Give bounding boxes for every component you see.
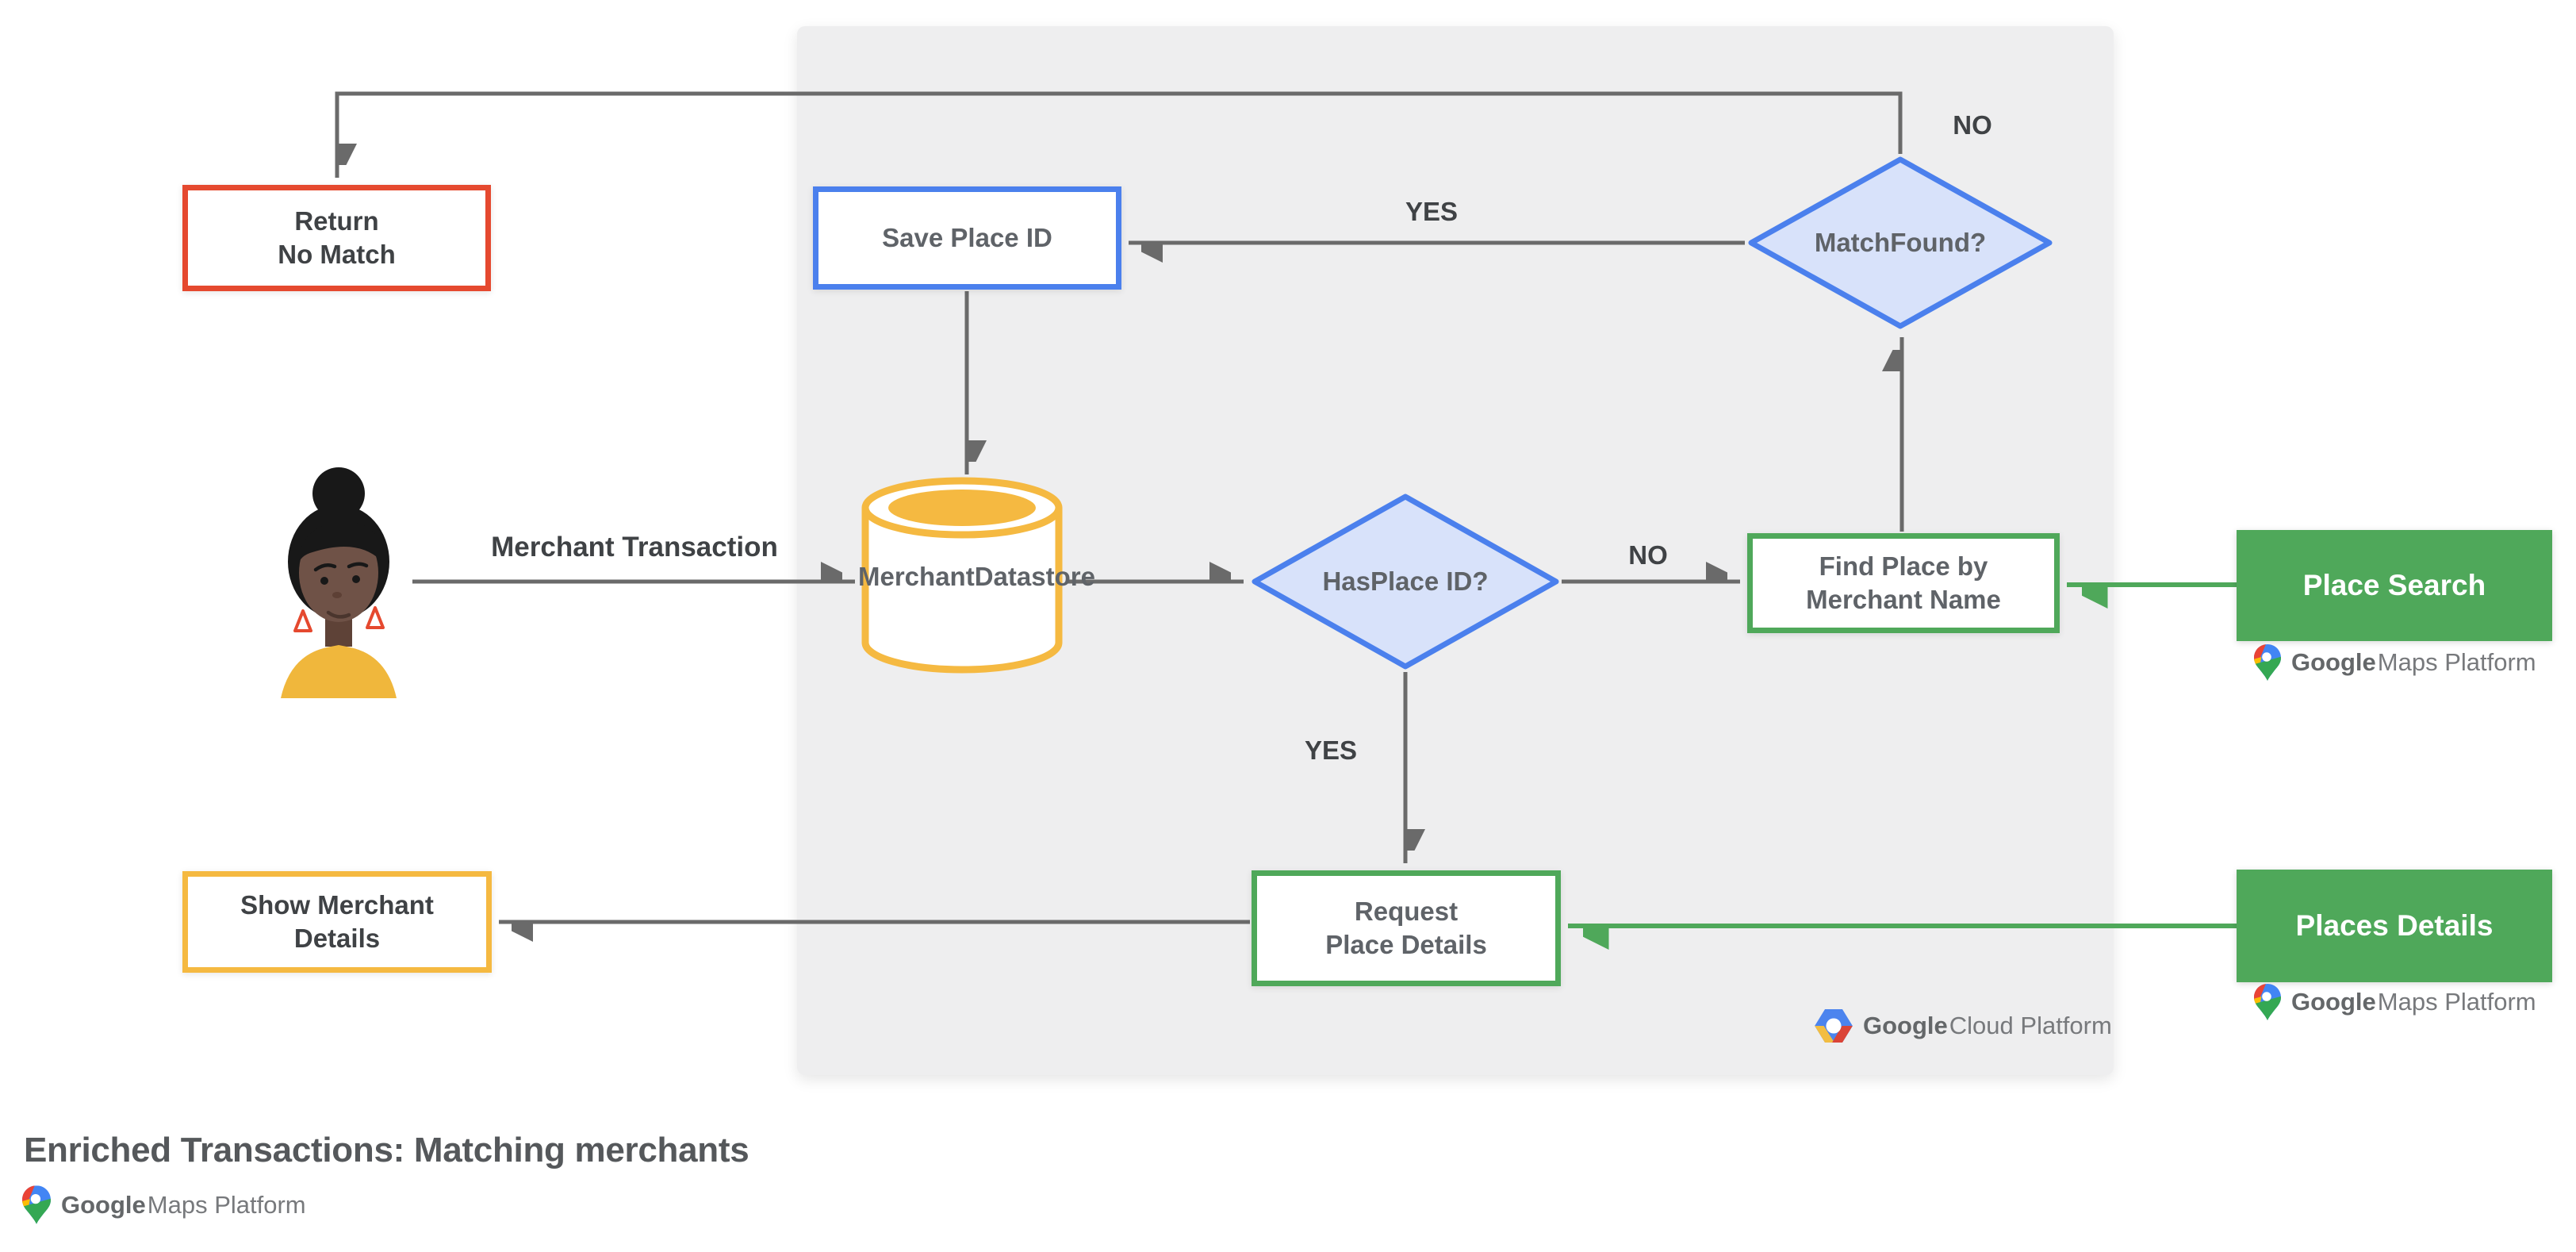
request-place-details-line2: Place Details [1325, 930, 1487, 959]
has-place-id-no-label: NO [1628, 540, 1668, 570]
logo-product-text: Cloud Platform [1949, 1012, 2112, 1039]
logo-product-text: Maps Platform [2377, 648, 2536, 676]
request-place-details-line1: Request [1354, 896, 1459, 926]
show-merchant-details-line2: Details [293, 924, 381, 953]
user-avatar [281, 467, 397, 698]
google-maps-platform-logo: GoogleMaps Platform [2254, 984, 2536, 1020]
save-place-id-box: Save Place ID [813, 186, 1121, 290]
google-maps-pin-icon [2254, 984, 2281, 1020]
return-no-match-line2: No Match [278, 240, 396, 269]
match-found-no-label: NO [1953, 110, 1992, 140]
has-place-id-line1: Has [1322, 566, 1370, 596]
logo-google-text: Google [61, 1190, 146, 1219]
save-place-id-label: Save Place ID [882, 222, 1052, 252]
edge-matchfound-no-return [335, 91, 1903, 178]
places-details-label: Places Details [2295, 909, 2494, 943]
match-found-yes-label: YES [1405, 197, 1459, 226]
merchant-datastore-line1: Merchant [858, 562, 975, 591]
google-maps-pin-icon [22, 1185, 51, 1224]
google-cloud-platform-logo: GoogleCloud Platform [1815, 1009, 2112, 1043]
logo-google-text: Google [2291, 648, 2376, 676]
has-place-id-decision: HasPlace ID? [1251, 493, 1560, 670]
logo-google-text: Google [2291, 988, 2376, 1016]
diamond-shape [1748, 156, 2053, 329]
google-maps-pin-icon [2254, 644, 2281, 681]
has-place-id-line2: Place ID? [1370, 566, 1489, 596]
find-place-line2: Merchant Name [1806, 585, 2001, 614]
has-place-id-yes-label: YES [1304, 735, 1358, 765]
cylinder-shape [861, 477, 1063, 674]
find-place-by-merchant-name-box: Find Place by Merchant Name [1747, 533, 2060, 633]
place-search-label: Place Search [2302, 569, 2486, 602]
logo-google-text: Google [1863, 1012, 1948, 1039]
diagram-title: Enriched Transactions: Matching merchant… [24, 1131, 749, 1169]
logo-product-text: Maps Platform [147, 1190, 306, 1219]
match-found-line2: Found? [1890, 227, 1987, 257]
match-found-line1: Match [1814, 227, 1891, 257]
google-maps-platform-logo: GoogleMaps Platform [2254, 644, 2536, 681]
merchant-transaction-label: Merchant Transaction [491, 532, 778, 563]
merchant-datastore-line2: Datastore [974, 562, 1095, 591]
google-maps-platform-logo: GoogleMaps Platform [22, 1185, 306, 1224]
return-no-match-line1: Return [294, 205, 379, 236]
find-place-line1: Find Place by [1819, 551, 1988, 581]
places-details-api-box: Places Details [2237, 870, 2552, 982]
match-found-decision: MatchFound? [1747, 156, 2053, 330]
merchant-datastore-cylinder: MerchantDatastore [858, 474, 1095, 678]
return-no-match-box: Return No Match [182, 185, 491, 291]
diamond-shape [1252, 494, 1559, 670]
google-cloud-hexagon-icon [1815, 1009, 1853, 1043]
place-search-api-box: Place Search [2237, 530, 2552, 641]
logo-product-text: Maps Platform [2377, 988, 2536, 1016]
show-merchant-details-line1: Show Merchant [240, 889, 434, 920]
